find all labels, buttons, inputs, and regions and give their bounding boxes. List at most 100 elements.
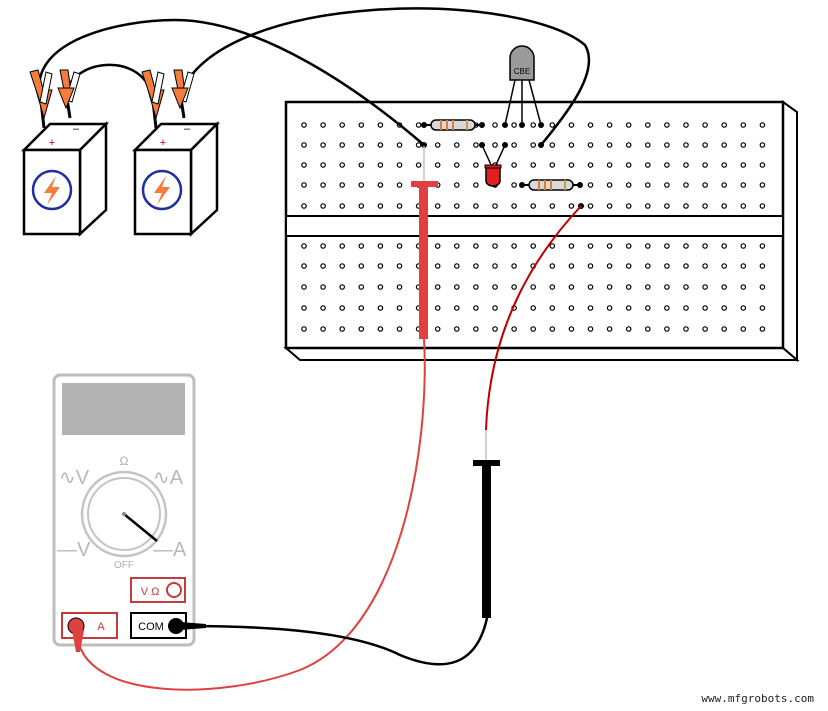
test-leads — [77, 146, 582, 691]
breadboard-hole — [759, 182, 766, 188]
breadboard-hole — [644, 284, 651, 290]
breadboard-hole — [644, 182, 651, 188]
breadboard-hole — [339, 162, 346, 168]
battery-right-plus: + — [160, 137, 166, 149]
breadboard-hole — [320, 142, 326, 148]
breadboard-hole — [415, 142, 422, 148]
breadboard-hole — [549, 162, 556, 168]
battery-right: + – — [131, 120, 221, 237]
breadboard-hole — [453, 243, 460, 249]
breadboard-hole — [683, 122, 689, 128]
breadboard-hole — [453, 162, 460, 168]
vohm-jack-socket — [166, 582, 182, 598]
breadboard-hole — [664, 305, 670, 311]
lightning-icon — [44, 176, 60, 205]
breadboard-hole — [434, 284, 441, 290]
multimeter-ohm-label: Ω — [120, 454, 129, 468]
breadboard-hole — [492, 203, 498, 209]
breadboard-hole — [625, 243, 632, 249]
breadboard-hole — [396, 243, 403, 249]
multimeter-ac-amps-label: ∿A — [153, 467, 184, 489]
breadboard-hole — [434, 305, 441, 311]
breadboard-hole — [568, 243, 575, 249]
breadboard-holes — [301, 122, 766, 332]
breadboard-hole — [759, 326, 766, 332]
breadboard-hole — [625, 263, 632, 269]
breadboard-hole — [740, 182, 747, 188]
breadboard-hole — [664, 284, 670, 290]
breadboard-hole — [530, 243, 537, 249]
breadboard-hole — [339, 305, 346, 311]
breadboard-hole — [549, 122, 556, 128]
lightning-icon — [154, 176, 170, 205]
vohm-jack[interactable]: V Ω — [130, 577, 186, 603]
multimeter-off-label: OFF — [114, 560, 134, 571]
breadboard-hole — [453, 305, 460, 311]
breadboard-hole — [759, 142, 766, 148]
resistor-2 — [522, 179, 580, 191]
breadboard — [283, 100, 800, 363]
breadboard-hole — [301, 142, 307, 148]
breadboard-hole — [396, 263, 403, 269]
black-probe[interactable] — [473, 460, 500, 618]
breadboard-hole — [644, 142, 651, 148]
transistor-label: CBE — [514, 67, 530, 76]
breadboard-hole — [339, 122, 346, 128]
breadboard-hole — [664, 162, 670, 168]
breadboard-hole — [625, 122, 632, 128]
breadboard-hole — [759, 284, 766, 290]
battery-clips — [29, 69, 195, 129]
amp-jack[interactable]: A — [61, 612, 118, 639]
black-lead-wire — [184, 617, 489, 666]
breadboard-hole — [587, 182, 594, 188]
breadboard-hole — [721, 182, 728, 188]
red-probe[interactable] — [411, 181, 438, 339]
breadboard-hole — [721, 243, 728, 249]
breadboard-hole — [396, 326, 403, 332]
breadboard-hole — [320, 182, 326, 188]
breadboard-hole — [415, 162, 422, 168]
breadboard-hole — [339, 263, 346, 269]
led — [481, 144, 506, 187]
breadboard-hole — [549, 284, 556, 290]
breadboard-hole — [453, 142, 460, 148]
breadboard-hole — [396, 284, 403, 290]
breadboard-hole — [702, 142, 708, 148]
breadboard-hole — [511, 122, 517, 128]
breadboard-hole — [683, 243, 689, 249]
breadboard-hole — [683, 305, 689, 311]
breadboard-hole — [721, 142, 728, 148]
multimeter-ac-volts-label: ∿V — [59, 467, 90, 489]
breadboard-hole — [644, 203, 651, 209]
breadboard-hole — [702, 203, 708, 209]
clip-right-plus — [141, 69, 165, 129]
breadboard-hole — [473, 203, 479, 209]
breadboard-hole — [320, 284, 326, 290]
breadboard-hole — [568, 162, 575, 168]
vohm-jack-label: V Ω — [141, 586, 160, 598]
breadboard-hole — [358, 122, 365, 128]
breadboard-side — [782, 100, 798, 363]
breadboard-hole — [740, 305, 747, 311]
breadboard-hole — [377, 326, 384, 332]
breadboard-hole — [301, 305, 307, 311]
breadboard-hole — [492, 305, 498, 311]
breadboard-hole — [740, 263, 747, 269]
breadboard-hole — [358, 162, 365, 168]
breadboard-hole — [377, 142, 384, 148]
breadboard-hole — [702, 263, 708, 269]
breadboard-hole — [492, 243, 498, 249]
breadboard-hole — [625, 142, 632, 148]
breadboard-hole — [702, 326, 708, 332]
breadboard-hole — [549, 142, 556, 148]
breadboard-hole — [683, 326, 689, 332]
breadboard-hole — [530, 142, 537, 148]
breadboard-hole — [492, 263, 498, 269]
breadboard-hole — [587, 162, 594, 168]
com-jack[interactable]: COM — [130, 612, 187, 639]
breadboard-hole — [301, 122, 307, 128]
breadboard-hole — [511, 182, 517, 188]
breadboard-hole — [587, 142, 594, 148]
clip-right-minus — [171, 69, 195, 119]
